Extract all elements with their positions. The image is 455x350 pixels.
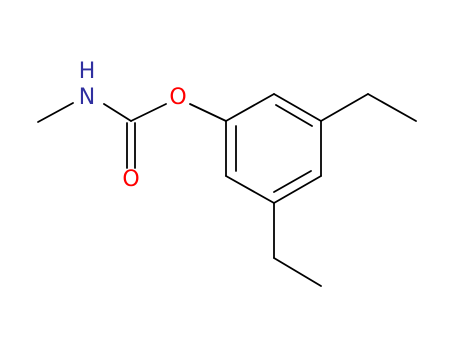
ring-bond-5 bbox=[225, 175, 275, 204]
bond-carbonyl-ester-oxygen bbox=[130, 103, 167, 122]
nitrogen-label: N bbox=[79, 85, 95, 110]
bond-nitrogen-carbonyl-carbon bbox=[103, 103, 132, 122]
bond-upper-ethyl-2 bbox=[367, 93, 417, 122]
bond-lower-ethyl-2 bbox=[273, 257, 322, 287]
bond-upper-ethyl-1 bbox=[320, 93, 369, 122]
carbonyl-oxygen-label: O bbox=[122, 167, 139, 192]
ring-bond-4 bbox=[273, 175, 322, 204]
bond-ester-oxygen-ring bbox=[189, 103, 227, 122]
ring-inner-double-bond-bottom bbox=[273, 170, 312, 193]
nitrogen-hydrogen-label: H bbox=[79, 59, 96, 84]
bond-methyl-nitrogen bbox=[37, 102, 74, 123]
ester-oxygen-label: O bbox=[169, 85, 186, 110]
ring-bond-1 bbox=[225, 93, 275, 122]
ring-bond-2 bbox=[273, 93, 322, 122]
ring-inner-double-bond-top bbox=[275, 104, 313, 127]
